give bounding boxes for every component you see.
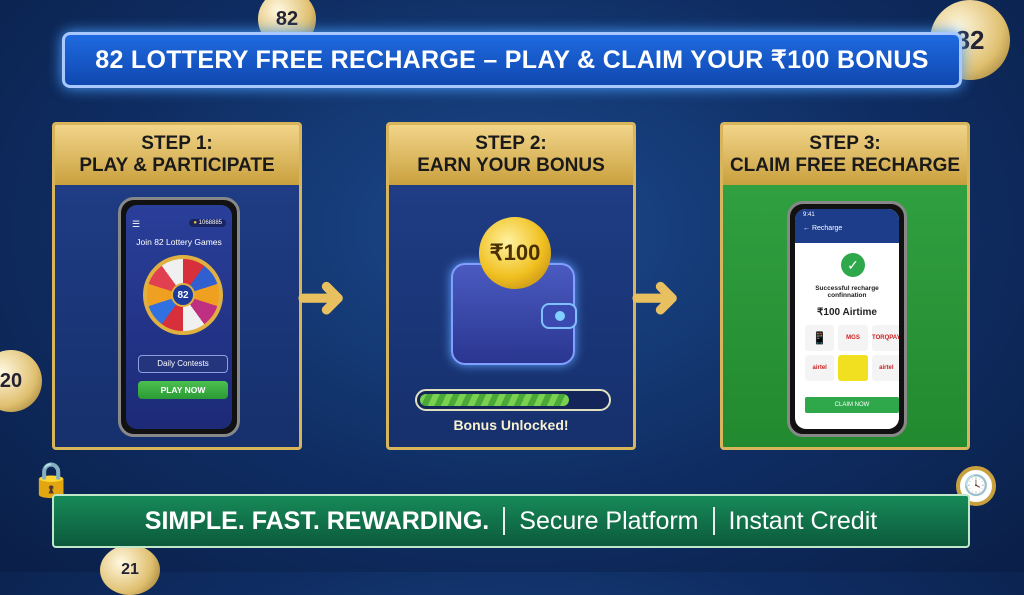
bonus-status: Bonus Unlocked! — [453, 417, 569, 433]
wheel-center-logo: 82 — [171, 283, 195, 307]
secure-platform: Secure Platform — [519, 506, 699, 535]
menu-icon: ☰ — [132, 219, 141, 229]
daily-contests-button[interactable]: Daily Contests — [138, 355, 228, 373]
success-message: Successful recharge confinnation — [815, 285, 879, 299]
step-2-header: STEP 2:EARN YOUR BONUS — [389, 125, 633, 185]
phone-mockup: ☰ ● 1068885 Join 82 Lottery Games 82 Dai… — [118, 197, 240, 437]
lottery-wheel[interactable]: 82 — [143, 255, 223, 335]
step-title: EARN YOUR BONUS — [417, 155, 605, 176]
step-number: STEP 1: — [141, 133, 213, 154]
divider — [503, 507, 506, 535]
operator-logo[interactable] — [838, 355, 868, 381]
step-number: STEP 3: — [809, 133, 881, 154]
step-3-panel: STEP 3:CLAIM FREE RECHARGE 9:41 ← Rechar… — [720, 122, 970, 450]
operator-logo[interactable]: airtel — [871, 355, 899, 381]
status-time: 9:41 — [803, 212, 815, 218]
operator-logo[interactable]: airtel — [805, 355, 835, 381]
step-2-panel: STEP 2:EARN YOUR BONUS ₹100 Bonus Unlock… — [386, 122, 636, 450]
step-3-header: STEP 3:CLAIM FREE RECHARGE — [723, 125, 967, 185]
clock-icon: 🕓 — [956, 466, 996, 506]
step-title: CLAIM FREE RECHARGE — [729, 155, 961, 176]
screen-title: Recharge — [811, 225, 843, 232]
instant-credit: Instant Credit — [728, 506, 878, 535]
arrow-right-icon: ➜ — [296, 263, 347, 330]
check-icon: ✓ — [841, 253, 865, 277]
coin-icon: ₹100 — [479, 217, 551, 289]
tagline: SIMPLE. FAST. REWARDING. — [144, 506, 490, 535]
play-now-button[interactable]: PLAY NOW — [138, 381, 228, 399]
arrow-right-icon: ➜ — [630, 263, 681, 330]
step-1-header: STEP 1:PLAY & PARTICIPATE — [55, 125, 299, 185]
phone-mockup: 9:41 ← Recharge ✓ Successful recharge co… — [787, 201, 907, 437]
title-banner: 82 LOTTERY FREE RECHARGE – PLAY & CLAIM … — [62, 32, 962, 88]
operator-logo[interactable]: TORQPAY — [871, 325, 899, 351]
bonus-progress-bar — [415, 389, 611, 411]
step-number: STEP 2: — [475, 133, 547, 154]
airtime-amount: ₹100 Airtime — [817, 307, 877, 318]
step-title: PLAY & PARTICIPATE — [79, 155, 275, 176]
operator-logo[interactable]: 📱 — [805, 325, 835, 351]
claim-now-button[interactable]: CLAIM NOW — [805, 397, 899, 413]
phone-heading: Join 82 Lottery Games — [136, 237, 222, 247]
lottery-ball: 21 — [100, 545, 160, 595]
lottery-ball: 20 — [0, 350, 42, 412]
app-bar: 9:41 ← Recharge — [795, 209, 899, 243]
lock-icon: 🔒 — [30, 461, 73, 499]
operator-logo[interactable]: MGS — [838, 325, 868, 351]
step-1-panel: STEP 1:PLAY & PARTICIPATE ☰ ● 1068885 Jo… — [52, 122, 302, 450]
back-icon[interactable]: ← — [803, 225, 810, 232]
balance: ● 1068885 — [189, 219, 226, 227]
divider — [712, 507, 715, 535]
bottom-banner: SIMPLE. FAST. REWARDING. Secure Platform… — [52, 494, 970, 548]
